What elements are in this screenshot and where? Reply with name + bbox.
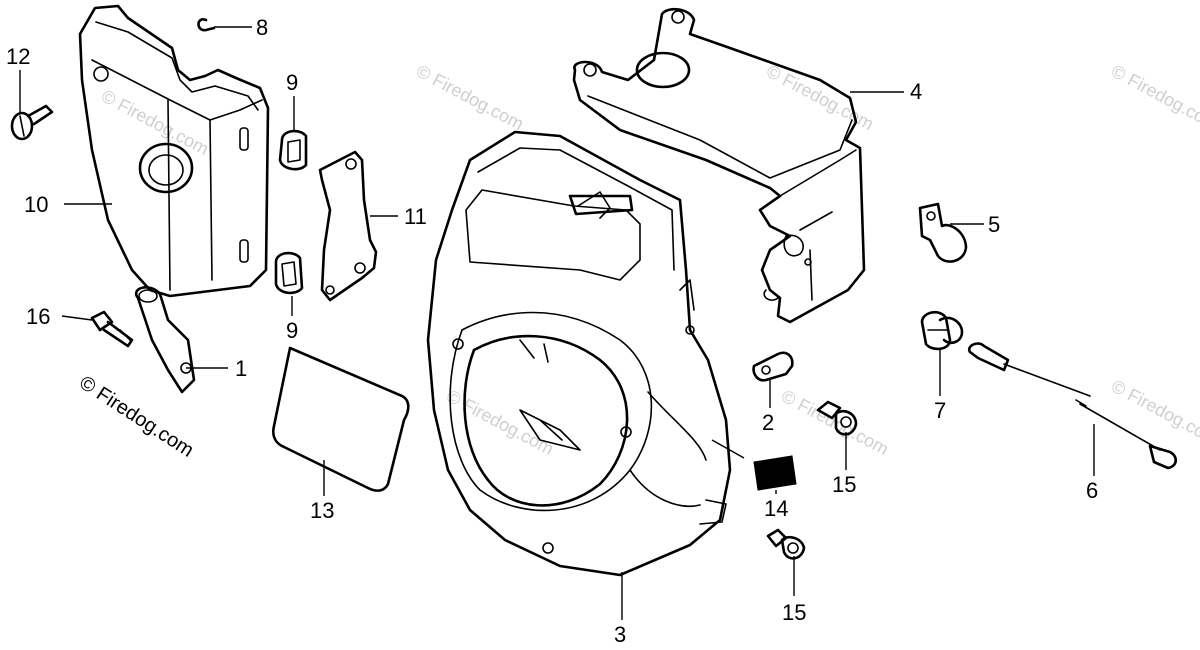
watermark-faint-2: © Firedog.com: [763, 61, 877, 134]
watermark-faint-4: © Firedog.com: [98, 86, 212, 159]
label-part-9-lower: 9: [286, 318, 298, 343]
label-part-2: 2: [762, 410, 774, 435]
part-15-bolt-lower: [766, 528, 806, 560]
part-9-grommet-upper: [278, 129, 308, 171]
label-part-13: 13: [310, 498, 334, 523]
part-14-label: [711, 439, 797, 491]
part-11-bracket: [318, 150, 378, 302]
watermark-faint-3: © Firedog.com: [1108, 61, 1200, 134]
part-16-bolt: [90, 310, 134, 348]
part-5-clamp: [918, 202, 968, 263]
part-7-fitting: [920, 310, 964, 351]
watermark-faint-1: © Firedog.com: [413, 61, 527, 134]
watermark-faint-5: © Firedog.com: [443, 386, 557, 459]
label-part-15-upper: 15: [832, 472, 856, 497]
label-part-3: 3: [614, 622, 626, 647]
label-part-7: 7: [934, 398, 946, 423]
part-4-top-cover: [572, 7, 866, 324]
label-part-10: 10: [24, 192, 48, 217]
label-part-9-upper: 9: [286, 70, 298, 95]
label-part-11: 11: [404, 204, 427, 229]
part-12-screw: [10, 104, 54, 141]
label-part-15-lower: 15: [782, 600, 806, 625]
leader-16: [61, 315, 93, 321]
label-part-1: 1: [235, 356, 247, 381]
label-part-8: 8: [256, 15, 268, 40]
label-part-4: 4: [910, 79, 922, 104]
part-8-clip: [197, 18, 216, 32]
part-1-bracket: [134, 286, 196, 394]
part-10-side-cover: [78, 4, 270, 298]
part-3-fan-shroud: [426, 130, 732, 577]
part-13-gasket: [271, 346, 410, 492]
watermark-faint-7: © Firedog.com: [1108, 376, 1200, 449]
label-part-6: 6: [1086, 478, 1098, 503]
label-part-14: 14: [764, 496, 788, 521]
part-6-rod: [967, 342, 1178, 470]
label-part-16: 16: [26, 304, 50, 329]
part-2-clip: [752, 351, 794, 382]
label-part-5: 5: [988, 212, 1000, 237]
part-15-bolt-upper: [816, 400, 858, 436]
part-9-grommet-lower: [274, 251, 304, 295]
label-part-12: 12: [6, 44, 30, 69]
